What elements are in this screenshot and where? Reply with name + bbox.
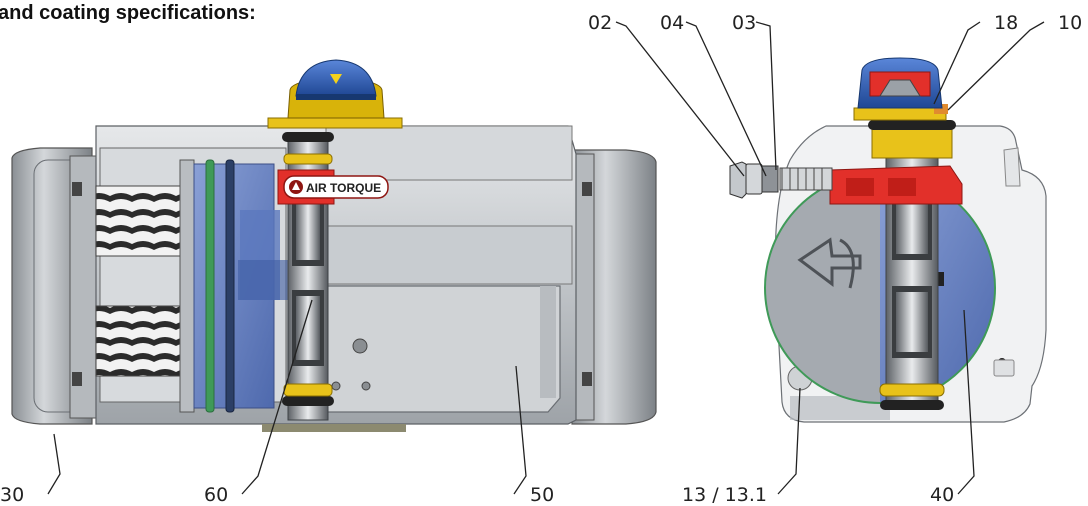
stroke-cam	[829, 165, 963, 205]
callout-13-stop-screw: 13 / 13.1	[682, 484, 767, 506]
callout-02-nut: 02	[588, 12, 613, 34]
side-cutaway-view: AIR TORQUE	[11, 59, 657, 432]
brand-badge: AIR TORQUE	[283, 175, 389, 199]
end-cap-right	[567, 149, 657, 425]
front-cutaway-view	[729, 57, 1047, 423]
pinion-front	[868, 120, 956, 410]
piston-left	[193, 159, 290, 413]
leader-lines	[47, 21, 1045, 495]
spring-pack-lower	[95, 305, 183, 377]
end-cap-left	[11, 147, 99, 425]
callout-10-indicator: 10	[1058, 12, 1083, 34]
position-indicator-front	[853, 57, 948, 121]
page-heading: and coating specifications:	[0, 2, 256, 24]
brand-label: AIR TORQUE	[306, 181, 381, 195]
position-indicator-side	[267, 59, 403, 129]
callout-60-pinion: 60	[204, 484, 229, 506]
callout-40-piston: 40	[930, 484, 955, 506]
piston-front	[764, 172, 996, 404]
callout-04-washer: 04	[660, 12, 685, 34]
spring-pack-upper	[95, 185, 183, 257]
stroke-adjustment-screw	[729, 161, 833, 199]
callout-18-cam: 18	[994, 12, 1019, 34]
callout-03-seal: 03	[732, 12, 757, 34]
callout-50-body: 50	[530, 484, 555, 506]
callout-30-end-cap: 30	[0, 484, 25, 506]
